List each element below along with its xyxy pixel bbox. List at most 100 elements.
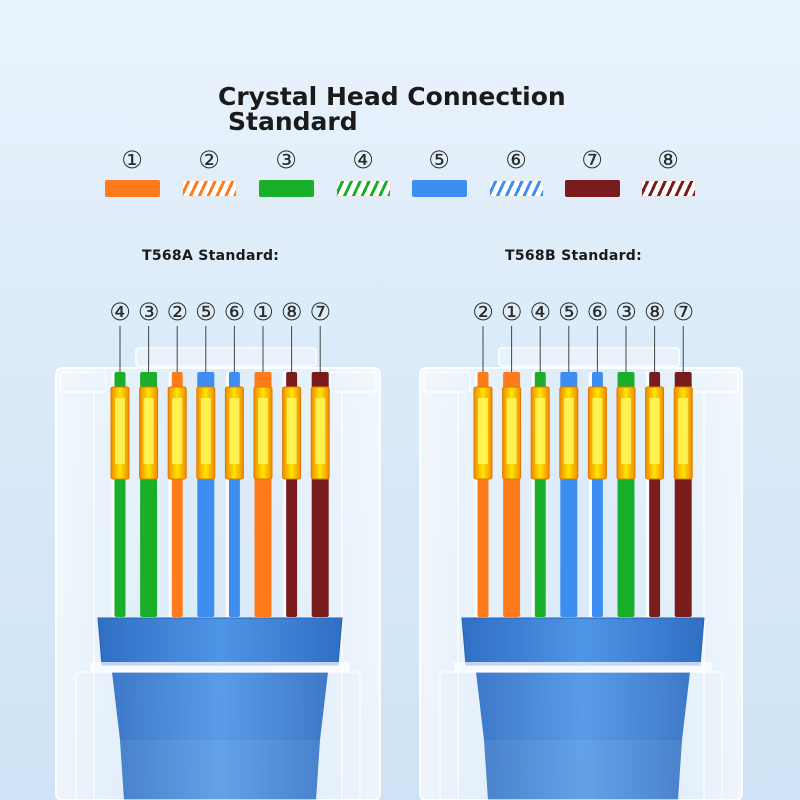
plug-lower-shell bbox=[75, 671, 361, 800]
legend-swatch-7 bbox=[565, 180, 620, 197]
gold-contact-highlight bbox=[478, 398, 488, 464]
pin-number-label: ① bbox=[252, 298, 274, 326]
wire-pin-3 bbox=[530, 372, 550, 617]
legend-swatch-8 bbox=[641, 180, 696, 197]
t568b-label: T568B Standard: bbox=[505, 248, 643, 264]
pin-number-label: ④ bbox=[529, 298, 551, 326]
pin-number-7: ⑧ bbox=[281, 298, 303, 372]
legend-number-8: ⑧ bbox=[657, 146, 679, 174]
wire-white-stripe bbox=[531, 372, 535, 617]
pin-number-label: ⑤ bbox=[195, 298, 217, 326]
plug-shell-ridge-right bbox=[329, 371, 377, 393]
wire-pin-5 bbox=[587, 372, 607, 617]
gold-contact-highlight bbox=[621, 398, 631, 464]
wire-pin-2 bbox=[502, 372, 522, 617]
title-line-2: Standard bbox=[228, 107, 358, 136]
cable-boot-bottom bbox=[120, 740, 320, 800]
pin-number-3: ② bbox=[166, 298, 188, 372]
cable-boot-top bbox=[97, 617, 343, 666]
legend-number-3: ③ bbox=[275, 146, 297, 174]
cable-boot-middle bbox=[476, 672, 690, 740]
pin-number-8: ⑦ bbox=[672, 298, 694, 372]
wire-pin-4 bbox=[559, 372, 579, 617]
legend-number-1: ① bbox=[121, 146, 143, 174]
pin-number-label: ② bbox=[472, 298, 494, 326]
wire-white-stripe bbox=[283, 372, 287, 617]
gold-contact-highlight bbox=[200, 398, 211, 464]
plug-shell-ridge-left bbox=[423, 371, 471, 393]
gold-contact-highlight bbox=[315, 398, 326, 464]
gold-contact-highlight bbox=[172, 398, 183, 464]
wire-pin-7 bbox=[645, 372, 665, 617]
pin-number-label: ② bbox=[166, 298, 188, 326]
pin-number-6: ① bbox=[252, 298, 274, 372]
gold-contact-highlight bbox=[258, 398, 268, 464]
diagram-title: Crystal Head Connection Standard bbox=[218, 84, 638, 134]
legend-swatch-5 bbox=[412, 180, 467, 197]
wire-white-stripe bbox=[168, 372, 172, 617]
pin-number-label: ④ bbox=[109, 298, 131, 326]
pin-number-label: ⑦ bbox=[672, 298, 694, 326]
legend-swatch-1 bbox=[105, 180, 160, 197]
cable-boot-top bbox=[461, 617, 705, 666]
t568a-label: T568A Standard: bbox=[142, 248, 280, 264]
wire-pin-4 bbox=[196, 372, 216, 617]
pin-number-label: ③ bbox=[615, 298, 637, 326]
wire-pin-6 bbox=[253, 372, 273, 617]
legend-swatch-2 bbox=[182, 180, 237, 197]
legend-swatch-6 bbox=[489, 180, 544, 197]
cable-boot-band bbox=[90, 662, 350, 672]
plug-top-clip bbox=[498, 347, 680, 367]
pin-number-5: ⑥ bbox=[587, 298, 609, 372]
pin-number-2: ③ bbox=[138, 298, 160, 372]
pin-number-label: ⑧ bbox=[281, 298, 303, 326]
plug-top-clip bbox=[135, 347, 317, 367]
wire-pin-8 bbox=[310, 372, 330, 617]
wire-white-stripe bbox=[111, 372, 115, 617]
pin-number-1: ② bbox=[472, 298, 494, 372]
legend-number-2: ② bbox=[198, 146, 220, 174]
pin-number-8: ⑦ bbox=[309, 298, 331, 372]
legend-number-6: ⑥ bbox=[505, 146, 527, 174]
pin-number-label: ① bbox=[501, 298, 523, 326]
pin-number-5: ⑥ bbox=[224, 298, 245, 372]
wire-pin-8 bbox=[673, 372, 693, 617]
legend-swatch-3 bbox=[259, 180, 314, 197]
pin-number-label: ⑧ bbox=[644, 298, 666, 326]
gold-contact-highlight bbox=[649, 398, 660, 464]
pin-number-6: ③ bbox=[615, 298, 637, 372]
cable-boot-middle bbox=[112, 672, 328, 740]
wire-pin-1 bbox=[473, 372, 493, 617]
cable-boot-bottom bbox=[484, 740, 682, 800]
gold-contact-highlight bbox=[678, 398, 689, 464]
cable-boot-band bbox=[454, 662, 712, 672]
wire-white-stripe bbox=[588, 372, 592, 617]
legend-number-4: ④ bbox=[352, 146, 374, 174]
wire-pin-2 bbox=[139, 372, 159, 617]
pin-number-4: ⑤ bbox=[558, 298, 580, 372]
gold-contact-highlight bbox=[143, 398, 154, 464]
plug-lower-shell bbox=[439, 671, 723, 800]
gold-contact-highlight bbox=[286, 398, 297, 464]
wire-pin-1 bbox=[110, 372, 130, 617]
plug-shell-ridge-right bbox=[691, 371, 739, 393]
gold-contact-highlight bbox=[506, 398, 517, 464]
pin-number-2: ① bbox=[501, 298, 523, 372]
pin-number-4: ⑤ bbox=[195, 298, 217, 372]
title-line-1: Crystal Head Connection bbox=[218, 82, 566, 111]
pin-number-label: ⑦ bbox=[309, 298, 331, 326]
gold-contact-highlight bbox=[535, 398, 546, 464]
wire-white-stripe bbox=[474, 372, 478, 617]
pin-number-label: ③ bbox=[138, 298, 160, 326]
pin-number-label: ⑤ bbox=[558, 298, 580, 326]
gold-contact-highlight bbox=[592, 398, 603, 464]
wire-pin-6 bbox=[616, 372, 636, 617]
wire-white-stripe bbox=[225, 372, 229, 617]
pin-number-3: ④ bbox=[529, 298, 551, 372]
pin-number-7: ⑧ bbox=[644, 298, 666, 372]
gold-contact-highlight bbox=[115, 398, 125, 464]
pin-number-label: ⑥ bbox=[587, 298, 609, 326]
legend-swatch-4 bbox=[336, 180, 391, 197]
